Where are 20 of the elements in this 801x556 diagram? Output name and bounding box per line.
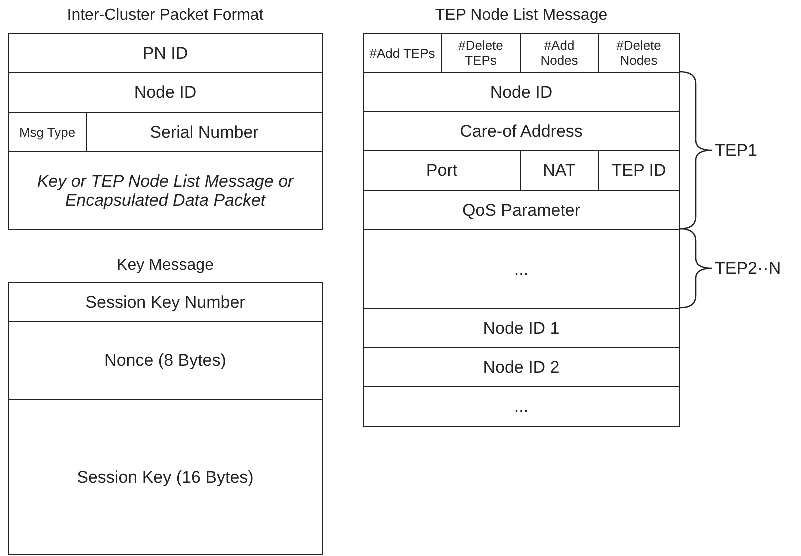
field-cell: #Delete Nodes xyxy=(598,33,680,73)
field-cell: Node ID 1 xyxy=(363,308,680,348)
field-cell: PN ID xyxy=(8,33,323,73)
table-title: TEP Node List Message xyxy=(434,6,609,26)
field-cell: Session Key (16 Bytes) xyxy=(8,399,323,555)
field-cell: Nonce (8 Bytes) xyxy=(8,321,323,400)
field-cell: Node ID 2 xyxy=(363,347,680,387)
brace-label: TEP2··N xyxy=(715,258,782,278)
field-cell: QoS Parameter xyxy=(363,190,680,230)
field-cell: ... xyxy=(363,386,680,427)
table-title: Inter-Cluster Packet Format xyxy=(66,6,265,26)
table-title: Key Message xyxy=(116,256,215,276)
brace-label: TEP1 xyxy=(715,140,758,160)
field-cell: #Add TEPs xyxy=(363,33,442,73)
field-cell: Key or TEP Node List Message or Encapsulated Data Packet xyxy=(8,151,323,230)
field-cell: Care-of Address xyxy=(363,111,680,151)
field-cell: ... xyxy=(363,229,680,309)
field-cell: Node ID xyxy=(363,72,680,112)
field-cell: Session Key Number xyxy=(8,282,323,322)
field-cell: Node ID xyxy=(8,72,323,113)
